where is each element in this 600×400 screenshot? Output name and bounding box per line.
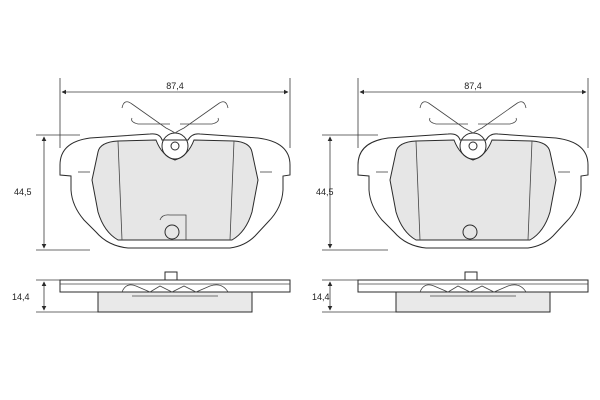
pad-side-view-left bbox=[59, 271, 291, 313]
height-dimension-left: 44,5 bbox=[14, 134, 90, 251]
height-dimension-right: 44,5 bbox=[316, 134, 388, 251]
thickness-label: 14,4 bbox=[312, 292, 330, 302]
thickness-label: 14,4 bbox=[12, 292, 30, 302]
right-view: 87,4 44,5 bbox=[312, 78, 589, 313]
width-dimension-left: 87,4 bbox=[59, 78, 291, 148]
width-label: 87,4 bbox=[166, 81, 184, 91]
width-dimension-right: 87,4 bbox=[357, 78, 589, 148]
left-view: 87,4 44,5 bbox=[12, 78, 291, 313]
pad-front-view-left bbox=[59, 101, 291, 249]
pad-side-view-right bbox=[357, 271, 589, 313]
height-label: 44,5 bbox=[14, 187, 32, 197]
width-label: 87,4 bbox=[464, 81, 482, 91]
height-label: 44,5 bbox=[316, 187, 334, 197]
pad-front-view-right bbox=[357, 101, 589, 249]
